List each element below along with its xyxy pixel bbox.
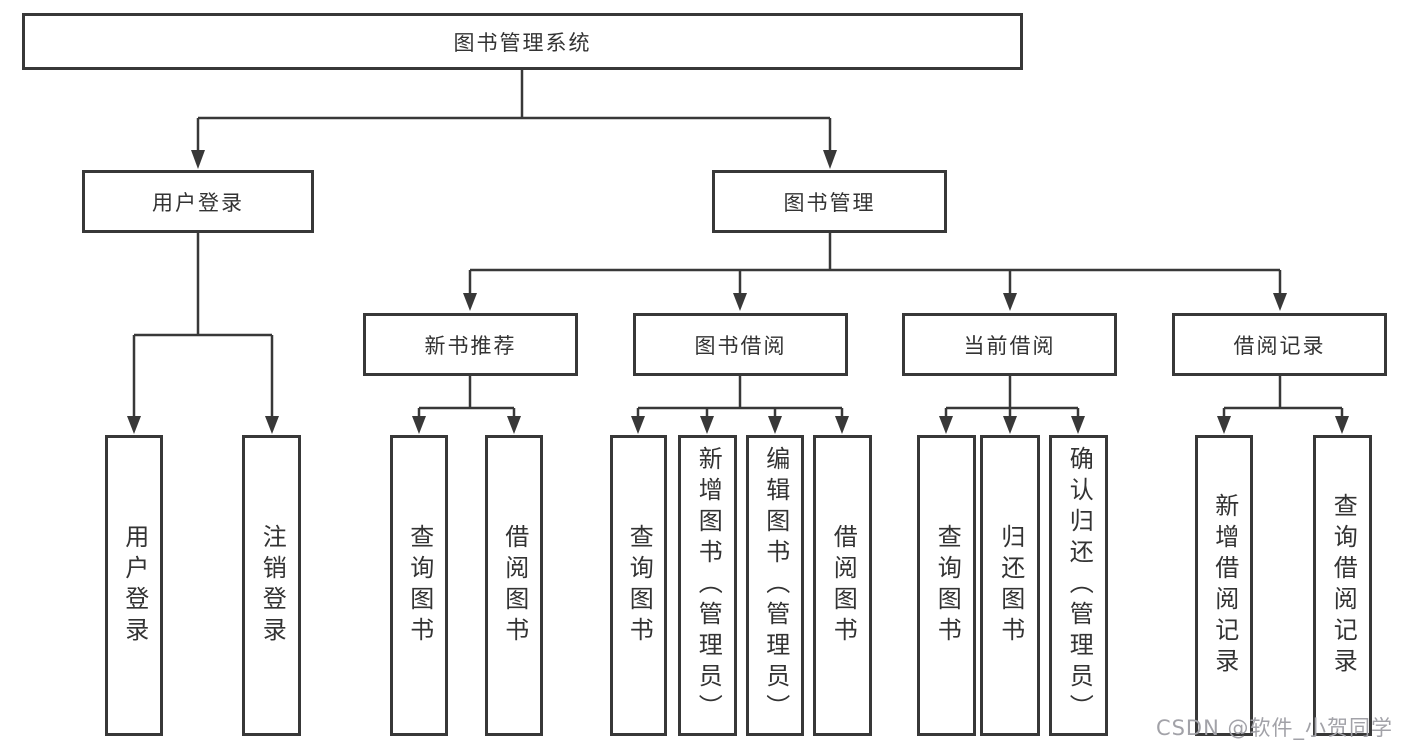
connector-book-borrow-children (631, 376, 849, 434)
node-new-book-recommend-label: 新书推荐 (424, 333, 517, 358)
node-new-book-recommend: 新书推荐 (363, 313, 578, 376)
leaf-add-book-admin: 新增图书（管理员） (678, 435, 737, 736)
leaf-return-books: 归还图书 (980, 435, 1040, 736)
leaf-query-books-recommend: 查询图书 (390, 435, 448, 736)
leaf-borrow-books-recommend: 借阅图书 (485, 435, 543, 736)
leaf-edit-book-admin: 编辑图书（管理员） (746, 435, 804, 736)
leaf-add-borrow-record: 新增借阅记录 (1195, 435, 1253, 736)
leaf-query-borrow-record: 查询借阅记录 (1313, 435, 1372, 736)
connector-borrow-records-children (1217, 376, 1349, 434)
connector-current-borrow-children (939, 376, 1085, 434)
leaf-query-books-current: 查询图书 (917, 435, 976, 736)
node-user-login: 用户登录 (82, 170, 314, 233)
leaf-query-books-borrowing: 查询图书 (610, 435, 667, 736)
node-root: 图书管理系统 (22, 13, 1023, 70)
leaf-logout: 注销登录 (242, 435, 301, 736)
node-current-borrowing: 当前借阅 (902, 313, 1117, 376)
leaf-confirm-return-admin: 确认归还（管理员） (1049, 435, 1108, 736)
node-current-borrowing-label: 当前借阅 (963, 333, 1056, 358)
node-book-management-label: 图书管理 (783, 190, 876, 215)
connector-new-books-children (412, 376, 521, 434)
leaf-user-login: 用户登录 (105, 435, 163, 736)
node-root-label: 图书管理系统 (453, 30, 592, 55)
leaf-borrow-books-borrowing: 借阅图书 (813, 435, 872, 736)
connector-user-login-children (127, 233, 279, 434)
node-user-login-label: 用户登录 (152, 190, 244, 215)
node-book-management: 图书管理 (712, 170, 947, 233)
node-book-borrowing-label: 图书借阅 (694, 333, 787, 358)
csdn-watermark: CSDN @软件_小贺同学 (1155, 716, 1393, 740)
node-book-borrowing: 图书借阅 (633, 313, 848, 376)
connector-root-to-level1 (191, 70, 837, 169)
node-borrow-records: 借阅记录 (1172, 313, 1387, 376)
node-borrow-records-label: 借阅记录 (1233, 333, 1326, 358)
connector-book-mgmt-to-level2 (463, 233, 1287, 311)
